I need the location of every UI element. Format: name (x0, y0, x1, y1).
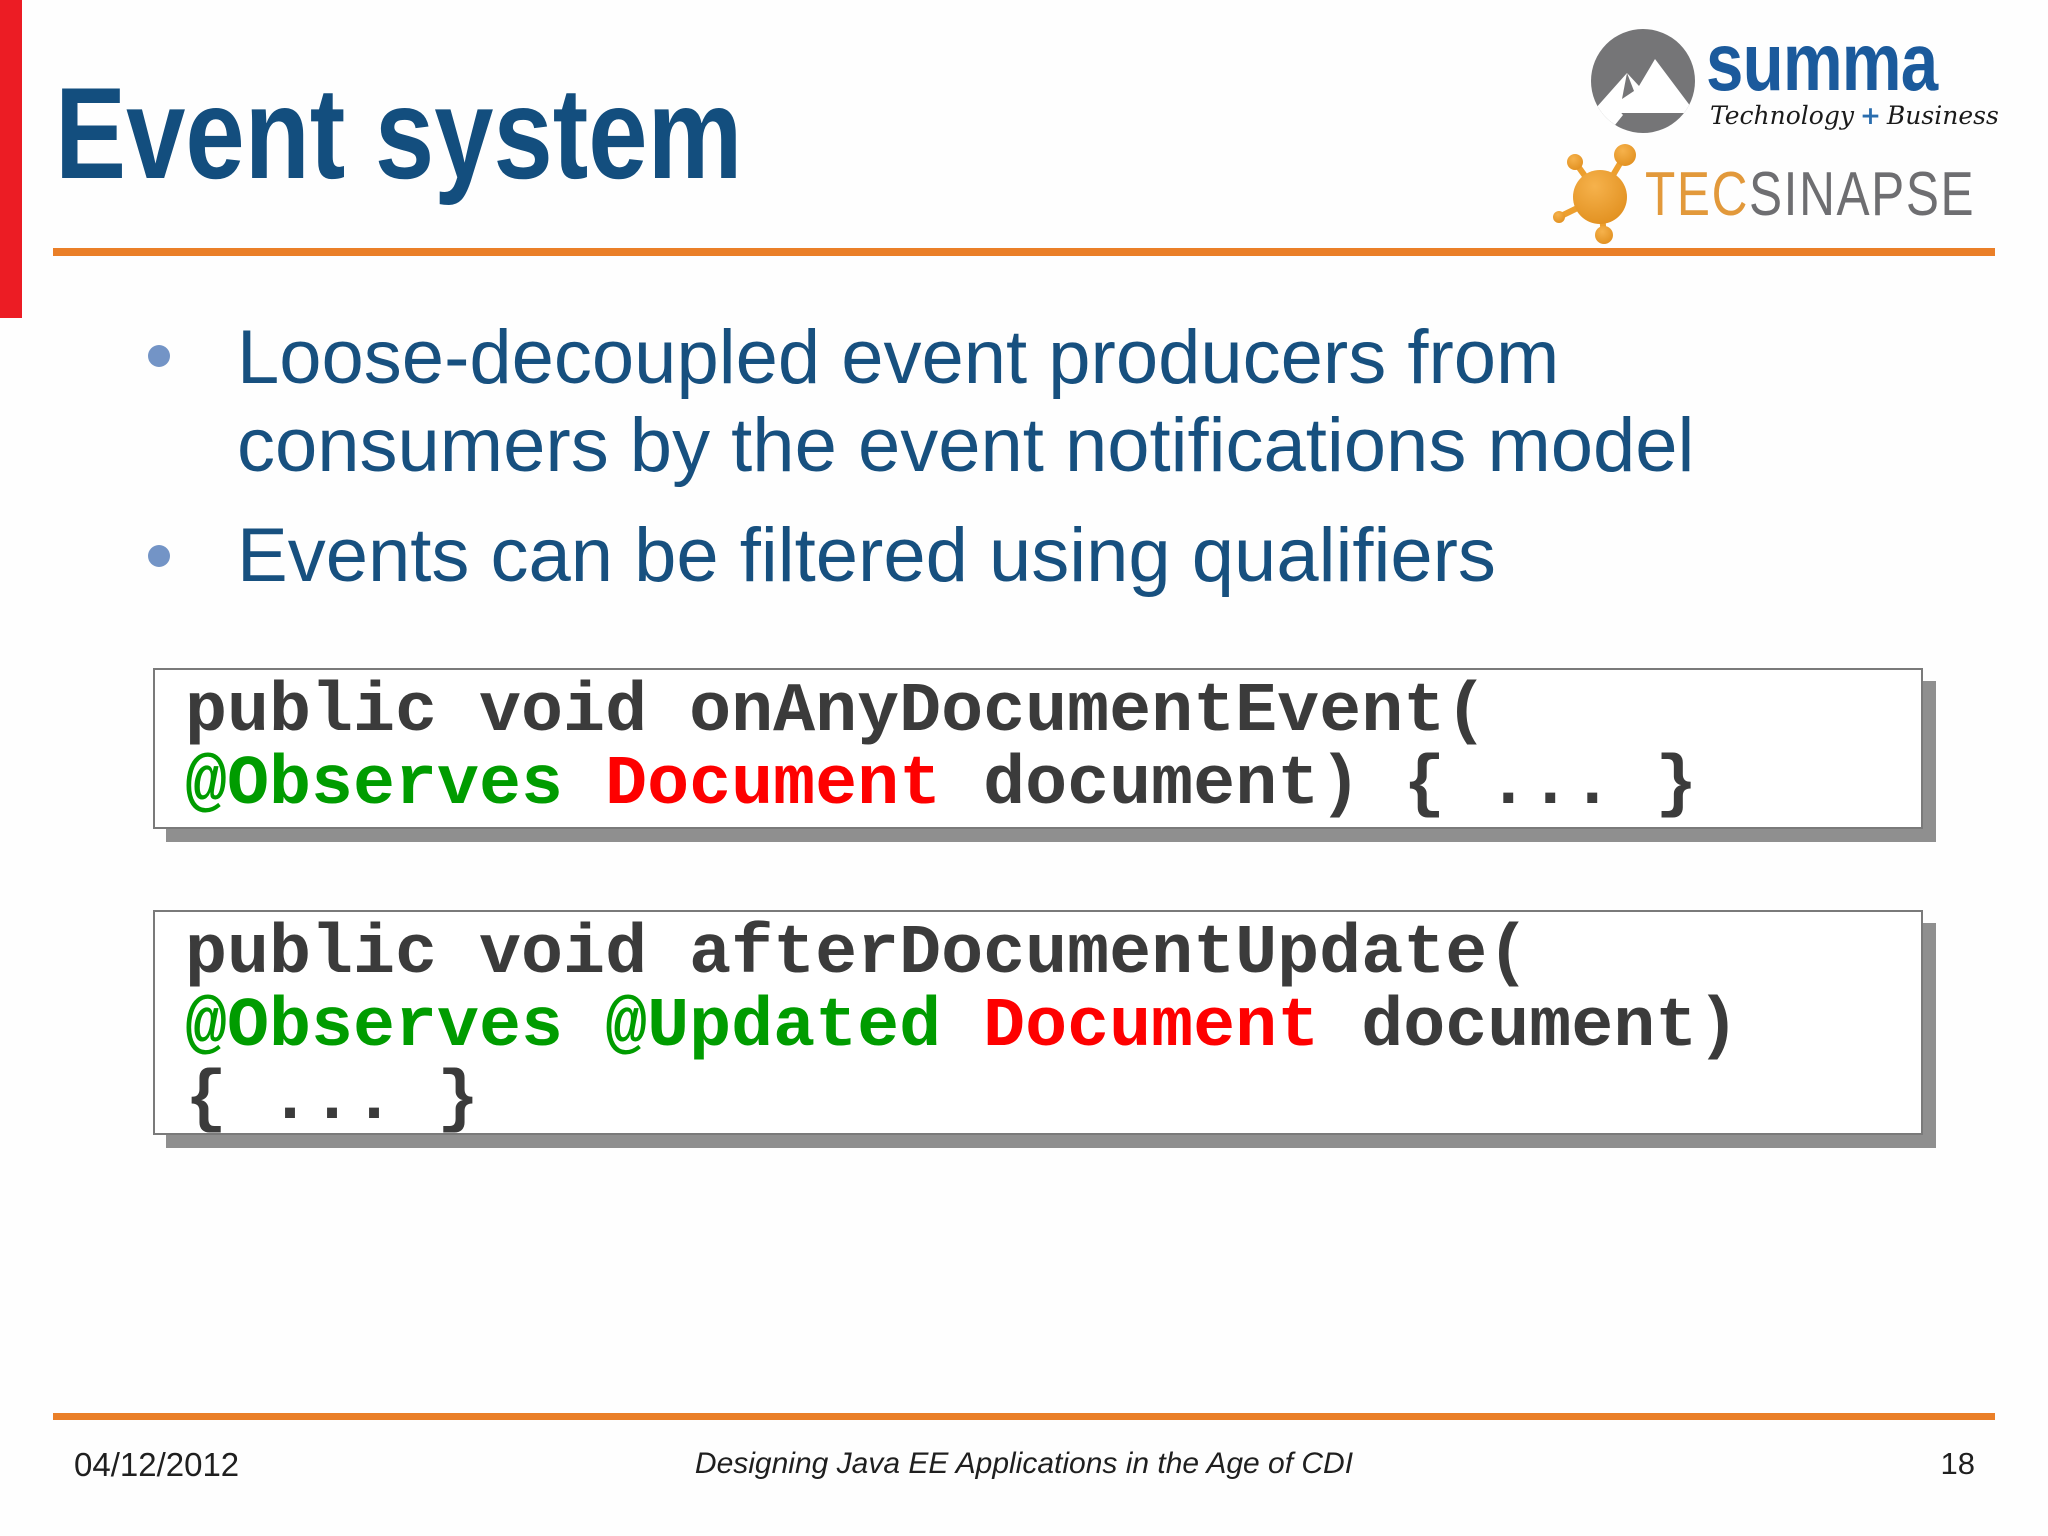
header-divider (53, 248, 1995, 256)
summa-logo-text: summa (1706, 17, 1938, 108)
summa-tagline-plus: + (1859, 101, 1881, 130)
code-token-plain: document) { ... } (941, 746, 1698, 825)
code-token-plain (563, 746, 605, 825)
bullet-dot (148, 345, 170, 367)
code-token-red: Document (983, 988, 1320, 1067)
summa-tagline-right: Business (1886, 101, 1999, 130)
code-line: { ... } (185, 1064, 1921, 1137)
summa-tagline-left: Technology (1710, 101, 1854, 130)
summa-mountain-icon (1591, 29, 1695, 133)
code-line: public void onAnyDocumentEvent( (185, 676, 1921, 749)
code-token-plain: document) (1319, 988, 1740, 1067)
footer-page-number: 18 (1940, 1446, 1975, 1481)
code-token-plain (941, 988, 983, 1067)
red-marker-bar (0, 0, 22, 318)
code-line: @Observes @Updated Document document) (185, 991, 1921, 1064)
code-token-green: @Observes (185, 746, 564, 825)
tecsinapse-logo-text: TECSINAPSE (1645, 164, 1975, 226)
footer-divider (53, 1413, 1995, 1420)
code-token-plain: public void afterDocumentUpdate( (185, 915, 1530, 994)
tecsinapse-tec: TEC (1645, 160, 1749, 229)
tecsinapse-molecule-icon (1553, 144, 1636, 244)
bullet-text-line: consumers by the event notifications mod… (237, 403, 1695, 488)
code-token-plain: public void onAnyDocumentEvent( (185, 673, 1488, 752)
code-line: @Observes Document document) { ... } (185, 749, 1921, 822)
code-token-red: Document (605, 746, 942, 825)
code-snippet-observer-qualified: public void afterDocumentUpdate(@Observe… (153, 910, 1923, 1137)
bullet-dot (148, 545, 170, 567)
bullet-text: Events can be filtered using qualifiers (237, 512, 1496, 600)
bullet-text-line: Loose-decoupled event producers from (237, 315, 1560, 400)
footer-presentation-title: Designing Java EE Applications in the Ag… (694, 1447, 1354, 1480)
code-token-green: @Observes @Updated (185, 988, 942, 1067)
tecsinapse-sinapse: SINAPSE (1749, 160, 1976, 229)
code-token-plain: { ... } (185, 1061, 480, 1140)
summa-tagline: Technology+Business (1710, 100, 2010, 132)
bullet-text-line: Events can be filtered using qualifiers (237, 513, 1496, 598)
page-title: Event system (55, 60, 743, 206)
code-snippet-observer-any: public void onAnyDocumentEvent(@Observes… (153, 668, 1923, 829)
code-line: public void afterDocumentUpdate( (185, 918, 1921, 991)
footer-date: 04/12/2012 (74, 1446, 240, 1483)
